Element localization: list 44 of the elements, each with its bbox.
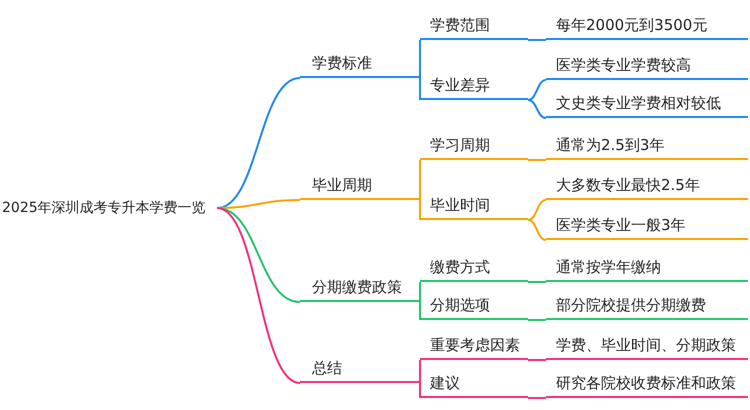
branch-line bbox=[419, 360, 421, 383]
branch-line bbox=[528, 159, 546, 161]
topic-label: 缴费方式 bbox=[430, 257, 490, 278]
topic-label: 重要考虑因素 bbox=[430, 335, 520, 356]
topic-label: 大多数专业最快2.5年 bbox=[556, 175, 700, 196]
topic-label: 医学类专业学费较高 bbox=[556, 55, 691, 76]
branch-line bbox=[216, 77, 300, 209]
branch-line bbox=[419, 383, 421, 398]
topic-label: 部分院校提供分期缴费 bbox=[556, 295, 706, 316]
branch-line bbox=[528, 39, 546, 41]
branch-line bbox=[528, 359, 546, 361]
branch-line bbox=[528, 397, 546, 399]
topic-label: 学费范围 bbox=[430, 15, 490, 36]
branch-line bbox=[216, 207, 300, 303]
topic-label: 分期缴费政策 bbox=[312, 277, 402, 298]
branch-line bbox=[419, 282, 421, 302]
branch-line bbox=[419, 200, 421, 220]
topic-label: 学习周期 bbox=[430, 135, 490, 156]
branch-line bbox=[528, 199, 546, 221]
topic-label: 学费、毕业时间、分期政策 bbox=[556, 335, 736, 356]
topic-label: 分期选项 bbox=[430, 295, 490, 316]
branch-line bbox=[419, 302, 421, 320]
topic-label: 2025年深圳成考专升本学费一览 bbox=[2, 199, 206, 218]
topic-label: 专业差异 bbox=[430, 75, 490, 96]
branch-line bbox=[419, 160, 421, 200]
branch-line bbox=[528, 281, 546, 283]
topic-label: 毕业时间 bbox=[430, 195, 490, 216]
branch-line bbox=[419, 78, 421, 100]
branch-line bbox=[419, 40, 421, 78]
branch-line bbox=[528, 99, 546, 119]
topic-label: 总结 bbox=[312, 358, 342, 379]
topic-label: 每年2000元到3500元 bbox=[556, 15, 708, 36]
topic-label: 毕业周期 bbox=[312, 175, 372, 196]
branch-line bbox=[528, 319, 546, 321]
topic-label: 文史类专业学费相对较低 bbox=[556, 93, 721, 114]
topic-label: 通常为2.5到3年 bbox=[556, 135, 664, 156]
topic-label: 学费标准 bbox=[312, 53, 372, 74]
topic-label: 建议 bbox=[430, 373, 460, 394]
topic-label: 医学类专业一般3年 bbox=[556, 215, 686, 236]
topic-label: 研究各院校收费标准和政策 bbox=[556, 373, 736, 394]
branch-line bbox=[528, 219, 546, 241]
branch-line bbox=[528, 79, 546, 101]
branch-line bbox=[216, 207, 300, 384]
topic-label: 通常按学年缴纳 bbox=[556, 257, 661, 278]
